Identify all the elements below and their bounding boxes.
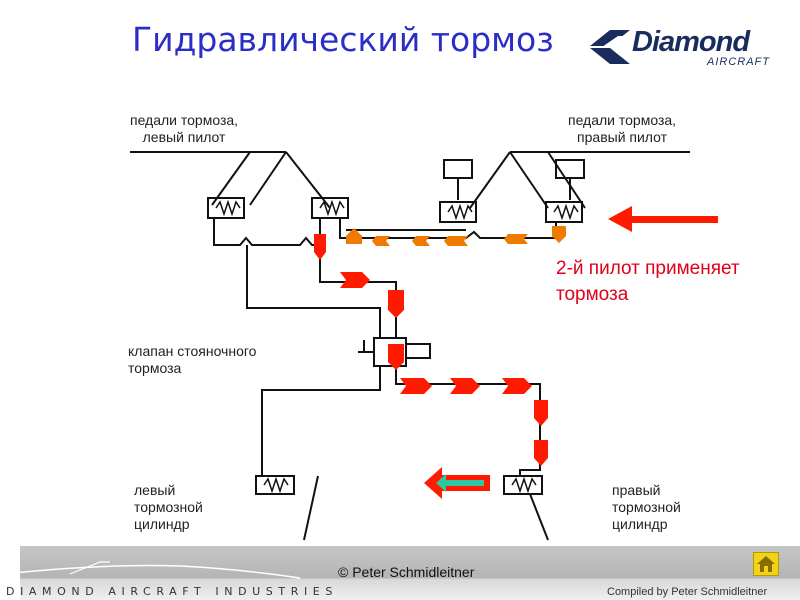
- home-button[interactable]: [753, 552, 779, 576]
- flow-arrow-r4: [388, 344, 404, 370]
- flow-arrow-r5: [400, 378, 432, 394]
- flow-arrow-r6: [450, 378, 480, 394]
- flow-arrow-r7: [502, 378, 532, 394]
- footer-compiled-by: Compiled by Peter Schmidleitner: [607, 586, 768, 598]
- pipe-left-down: [246, 245, 381, 338]
- flow-arrow-o6: [552, 226, 566, 243]
- label-parking-valve: клапан стояночного тормоза: [128, 343, 257, 376]
- return-arrow: [424, 467, 490, 499]
- page-title: Гидравлический тормоз: [132, 20, 554, 59]
- label-pedals-left: педали тормоза, левый пилот: [130, 112, 239, 145]
- right-brake-cylinder: [503, 475, 543, 495]
- pedal-arm-right-1: [469, 151, 511, 209]
- pedal-arm-left-3: [285, 151, 331, 209]
- label-pedals-right: педали тормоза, правый пилот: [568, 112, 677, 145]
- left-brake-cylinder: [255, 475, 295, 495]
- footer-bar: [20, 546, 800, 600]
- label-right-cylinder: правый тормозной цилиндр: [612, 482, 681, 532]
- pipe-to-right-cylinder: [395, 366, 541, 476]
- pedal-arm-left-2: [249, 151, 287, 206]
- pedal-arm-right-2: [509, 151, 549, 209]
- footer-brand: DIAMOND AIRCRAFT INDUSTRIES: [6, 585, 338, 598]
- logo-wordmark: Diamond: [632, 26, 750, 58]
- diamond-wing-icon: [590, 30, 630, 64]
- right-wheel-line: [529, 493, 549, 541]
- left-wheel-line: [303, 475, 319, 541]
- flow-arrow-o5: [346, 228, 362, 244]
- label-left-cylinder: левый тормозной цилиндр: [134, 482, 203, 532]
- flow-arrow-r1: [314, 234, 326, 260]
- home-icon: [757, 556, 775, 572]
- reservoir-1: [443, 159, 473, 179]
- footer-aircraft-silhouette-icon: [3, 561, 301, 579]
- flow-arrow-r9: [534, 440, 548, 466]
- flow-arrow-r3: [388, 290, 404, 318]
- master-cylinder-4: [545, 201, 583, 223]
- flow-arrow-o1: [372, 236, 390, 246]
- flow-arrow-o2: [412, 236, 430, 246]
- master-cylinder-1: [207, 197, 245, 219]
- flow-arrow-o3: [444, 236, 468, 246]
- footer-copyright: © Peter Schmidleitner: [338, 564, 475, 580]
- pedal-arm-right-3: [547, 151, 586, 209]
- master-cylinder-3: [439, 201, 477, 223]
- pipe-center-down: [319, 245, 397, 338]
- master-cylinder-2: [311, 197, 349, 219]
- flow-arrows-orange: [346, 226, 566, 246]
- flow-arrow-o4: [504, 234, 528, 244]
- upper-manifold-left: [213, 218, 321, 246]
- flow-arrow-r8: [534, 400, 548, 426]
- annotation-second-pilot: 2-й пилот применяет тормоза: [556, 258, 740, 305]
- logo-subtext: AIRCRAFT: [707, 56, 770, 68]
- right-pilot-pointer-arrow: [608, 206, 718, 232]
- flow-arrow-r2: [340, 272, 370, 288]
- diamond-logo: Diamond AIRCRAFT: [588, 26, 778, 70]
- pedal-arm-left-1: [211, 151, 251, 206]
- pipe-to-left-cylinder: [261, 366, 381, 476]
- flow-arrows-red: [314, 234, 548, 466]
